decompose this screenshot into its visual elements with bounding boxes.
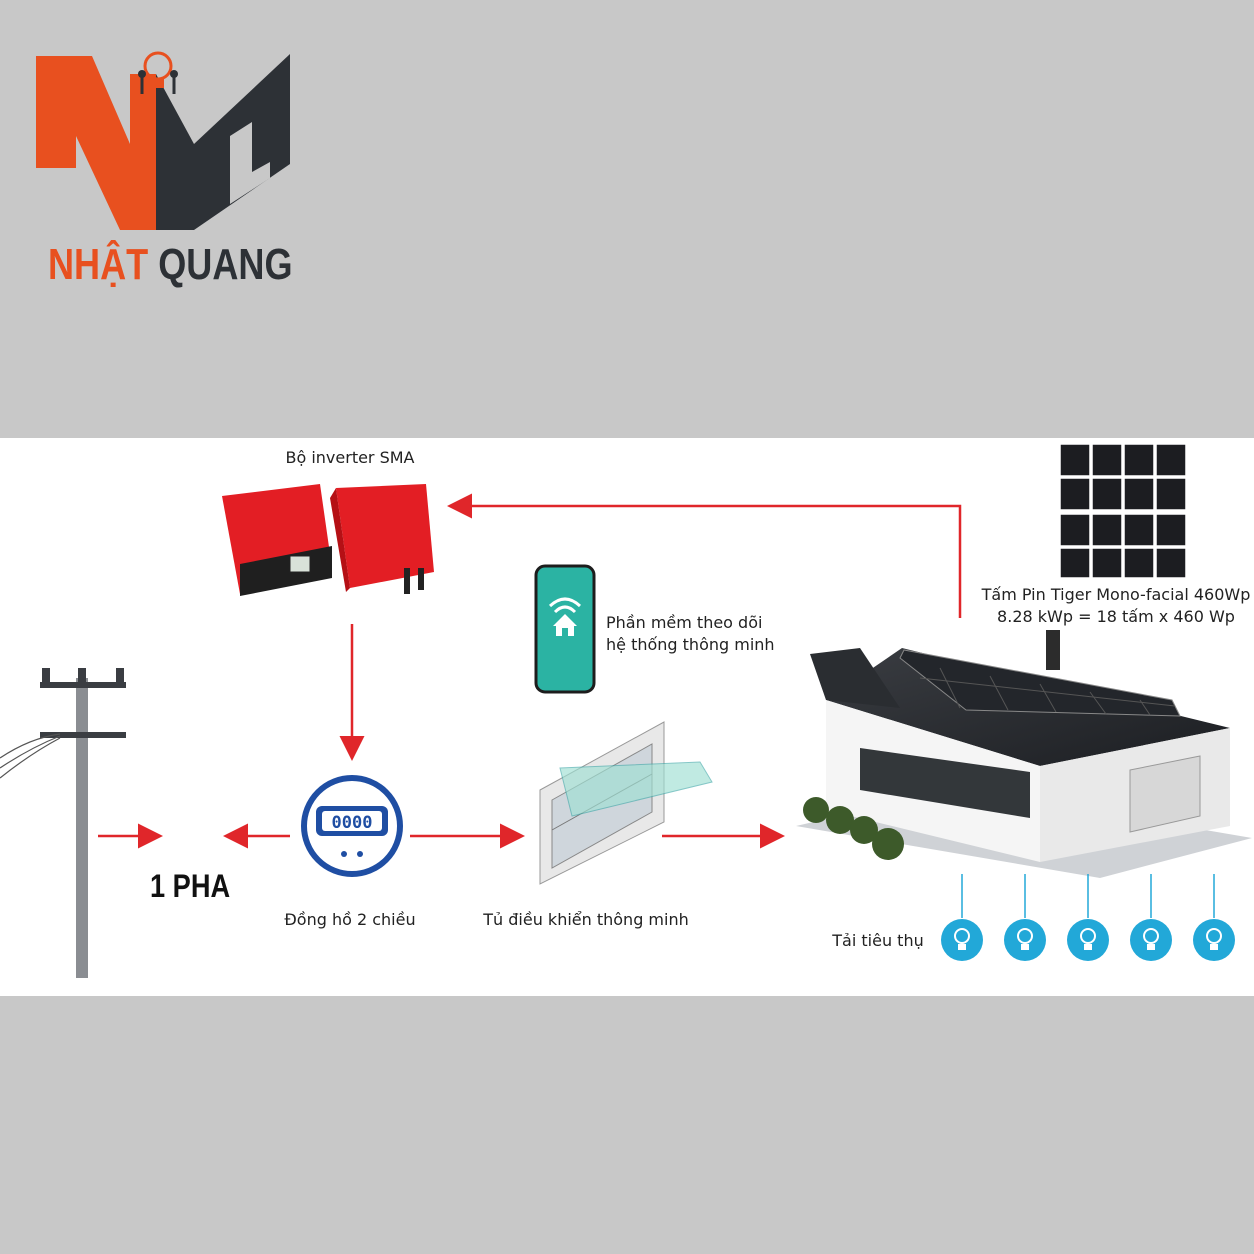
grid-phase-label: 1 PHA — [150, 868, 231, 904]
bulb-icon — [1193, 874, 1235, 961]
pv-label-line2: 8.28 kWp = 18 tấm x 460 Wp — [997, 607, 1235, 626]
brand-name: NHẬT QUANG — [48, 240, 293, 290]
meter-display: 0000 — [332, 813, 373, 833]
brand-name-part2: QUANG — [158, 240, 293, 289]
inverter-label: Bộ inverter SMA — [285, 448, 414, 467]
brand-name-part1: NHẬT — [48, 240, 149, 289]
lightbulb-icon — [138, 51, 178, 94]
loads — [941, 874, 1235, 961]
pv-label-line1: Tấm Pin Tiger Mono-facial 460Wp — [981, 585, 1251, 604]
bulb-icon — [1130, 874, 1172, 961]
flow-arrows — [98, 493, 962, 849]
pv-label: Tấm Pin Tiger Mono-facial 460Wp 8.28 kWp… — [980, 584, 1252, 628]
house-icon — [796, 630, 1252, 878]
bulb-icon — [941, 874, 983, 961]
loads-label: Tải tiêu thụ — [831, 931, 923, 950]
arrow-pv-to-inverter — [447, 493, 962, 618]
app-label-line1: Phần mềm theo dõi — [606, 613, 763, 632]
app-label: Phần mềm theo dõi hệ thống thông minh — [606, 612, 775, 656]
logo-n-shape — [36, 56, 194, 230]
wifi-home-icon — [553, 614, 577, 636]
company-logo — [36, 51, 290, 230]
control-cabinet-icon — [539, 721, 713, 885]
inverter-icon — [222, 484, 434, 596]
bidirectional-meter-icon: 0000 — [301, 775, 403, 877]
smartphone-app-icon — [534, 564, 596, 694]
solar-panel-icon — [1059, 443, 1187, 579]
bulb-icon — [1004, 874, 1046, 961]
system-diagram: Bộ inverter SMA 0000 — [0, 438, 1254, 996]
bulb-icon — [1067, 874, 1109, 961]
utility-pole-icon — [0, 668, 126, 978]
app-label-line2: hệ thống thông minh — [606, 635, 775, 654]
cabinet-label: Tủ điều khiển thông minh — [482, 910, 689, 929]
logo-l-shape — [194, 54, 290, 230]
diagram-canvas: Bộ inverter SMA 0000 — [0, 443, 1252, 978]
meter-label: Đồng hồ 2 chiều — [284, 910, 415, 929]
